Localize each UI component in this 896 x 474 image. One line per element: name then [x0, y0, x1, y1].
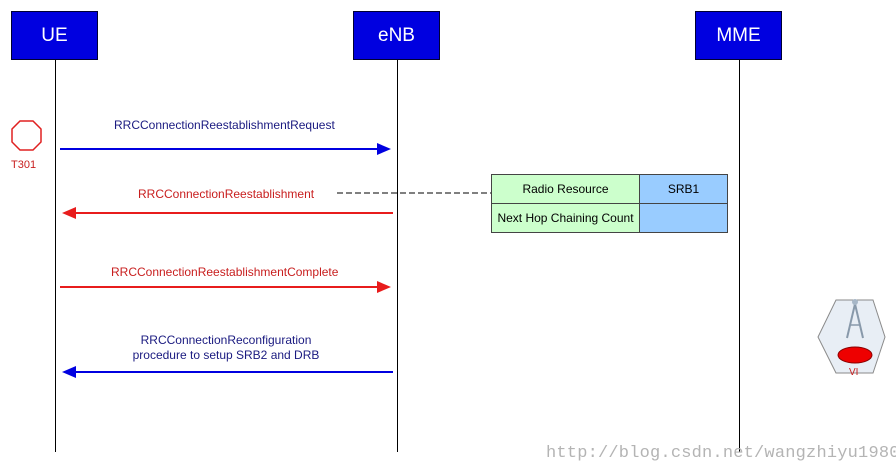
arrow-m1	[60, 143, 391, 155]
entity-enb: eNB	[353, 11, 440, 60]
timer-octagon-icon	[11, 120, 42, 151]
message-label-m4-line1: RRCConnectionReconfiguration	[140, 333, 312, 347]
badge-label: VI	[849, 367, 859, 378]
info-table: Radio Resource SRB1 Next Hop Chaining Co…	[491, 174, 728, 233]
watermark: http://blog.csdn.net/wangzhiyu1980	[546, 444, 896, 463]
timer-label: T301	[11, 159, 37, 171]
arrow-m4	[62, 366, 393, 378]
info-key-radio-resource: Radio Resource	[491, 174, 640, 204]
message-label-m4-line2: procedure to setup SRB2 and DRB	[132, 348, 320, 362]
info-table-row: Next Hop Chaining Count	[491, 203, 728, 233]
lifeline-enb	[397, 60, 398, 452]
info-value-radio-resource: SRB1	[639, 174, 728, 204]
lifeline-ue	[55, 60, 56, 452]
arrow-m2	[62, 207, 393, 219]
network-badge-icon	[817, 299, 886, 374]
arrow-m3	[60, 281, 391, 293]
message-label-m3: RRCConnectionReestablishmentComplete	[111, 265, 339, 279]
message-label-m4: RRCConnectionReconfiguration procedure t…	[131, 333, 321, 363]
info-key-nhcc: Next Hop Chaining Count	[491, 203, 640, 233]
lifeline-mme	[739, 60, 740, 452]
message-label-m2: RRCConnectionReestablishment	[138, 187, 315, 201]
info-value-nhcc	[639, 203, 728, 233]
entity-ue: UE	[11, 11, 98, 60]
entity-mme: MME	[695, 11, 782, 60]
info-table-row: Radio Resource SRB1	[491, 174, 728, 204]
message-label-m1: RRCConnectionReestablishmentRequest	[114, 118, 335, 132]
